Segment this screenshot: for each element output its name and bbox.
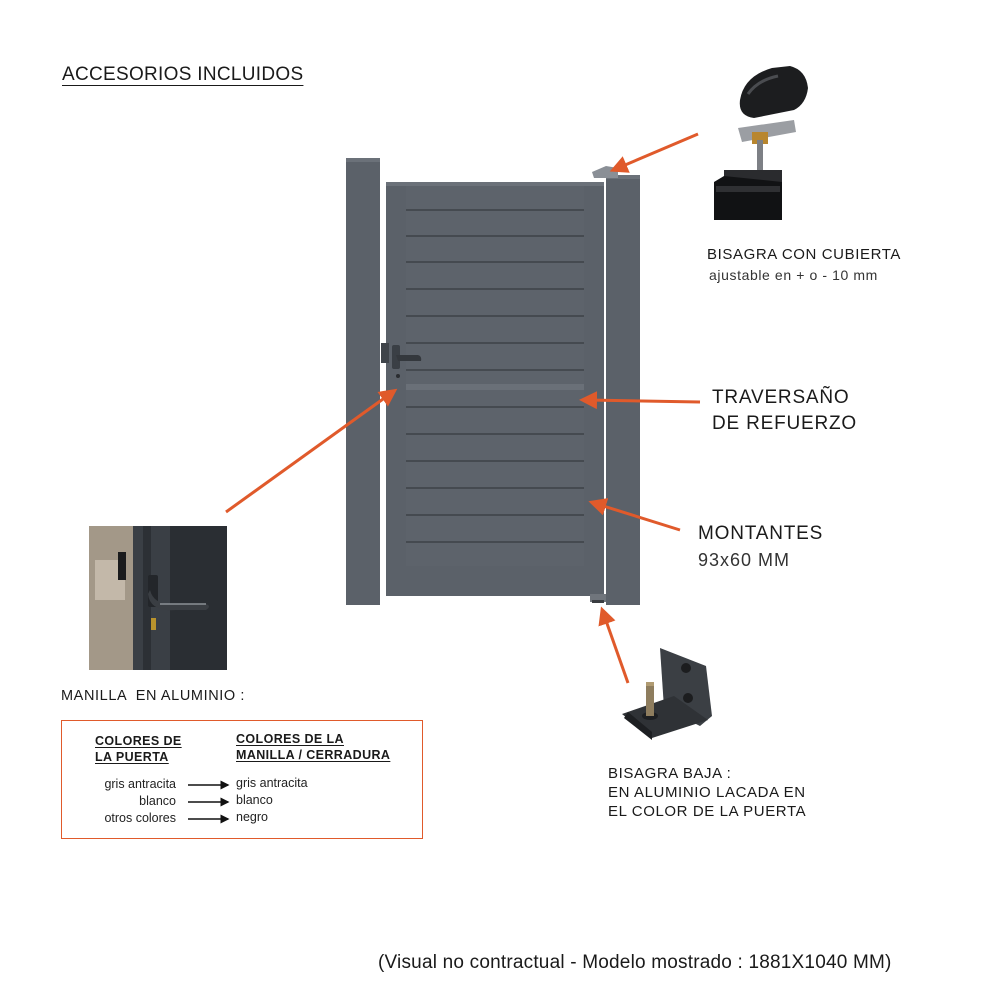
- bottom-hinge-line2: EN ALUMINIO LACADA EN: [608, 784, 806, 801]
- arrow-crossbar: [579, 391, 701, 410]
- right-post: [606, 175, 640, 605]
- footer-disclaimer: (Visual no contractual - Modelo mostrado…: [378, 952, 892, 973]
- crossbar-label-line1: TRAVERSAÑO: [712, 387, 850, 408]
- handle-photo: [89, 526, 227, 670]
- arrow-handle: [225, 388, 398, 514]
- page-title: ACCESORIOS INCLUIDOS: [62, 64, 304, 85]
- door-color-row-3: otros colores: [104, 811, 176, 825]
- header-handle-line2: MANILLA / CERRADURA: [236, 748, 391, 762]
- bottom-hinge-mount: [590, 594, 606, 603]
- gate-handle: [381, 343, 422, 378]
- left-post: [346, 158, 380, 605]
- bottom-hinge-line1: BISAGRA BAJA :: [608, 765, 732, 782]
- handle-label: MANILLA EN ALUMINIO :: [61, 688, 246, 704]
- door-color-row-2: blanco: [139, 794, 176, 808]
- posts-size: 93x60 MM: [698, 550, 791, 570]
- arrow-posts: [588, 498, 681, 532]
- bottom-hinge-line3: EL COLOR DE LA PUERTA: [608, 803, 807, 820]
- posts-label: MONTANTES: [698, 523, 824, 544]
- table-arrows: [188, 780, 230, 824]
- top-hinge-detail: ajustable en + o - 10 mm: [709, 267, 878, 283]
- header-door-line2: LA PUERTA: [95, 750, 169, 764]
- crossbar: [406, 384, 584, 390]
- handle-color-row-1: gris antracita: [236, 776, 308, 790]
- handle-color-row-2: blanco: [236, 793, 273, 807]
- door-color-row-1: gris antracita: [104, 777, 176, 791]
- color-table: COLORES DE LA PUERTA COLORES DE LA MANIL…: [61, 720, 423, 839]
- handle-color-row-3: negro: [236, 810, 268, 824]
- crossbar-label-line2: DE REFUERZO: [712, 413, 857, 434]
- bottom-hinge-photo: [622, 648, 712, 740]
- top-hinge-photo: [714, 66, 808, 220]
- gate-frame: [386, 182, 604, 596]
- top-hinge-mount: [592, 166, 618, 178]
- gate-slats: [406, 209, 584, 543]
- arrow-bottom-hinge: [598, 606, 630, 684]
- top-hinge-title: BISAGRA CON CUBIERTA: [707, 246, 901, 263]
- arrow-top-hinge: [609, 132, 699, 173]
- header-handle-line1: COLORES DE LA: [236, 732, 344, 746]
- header-door-line1: COLORES DE: [95, 734, 182, 748]
